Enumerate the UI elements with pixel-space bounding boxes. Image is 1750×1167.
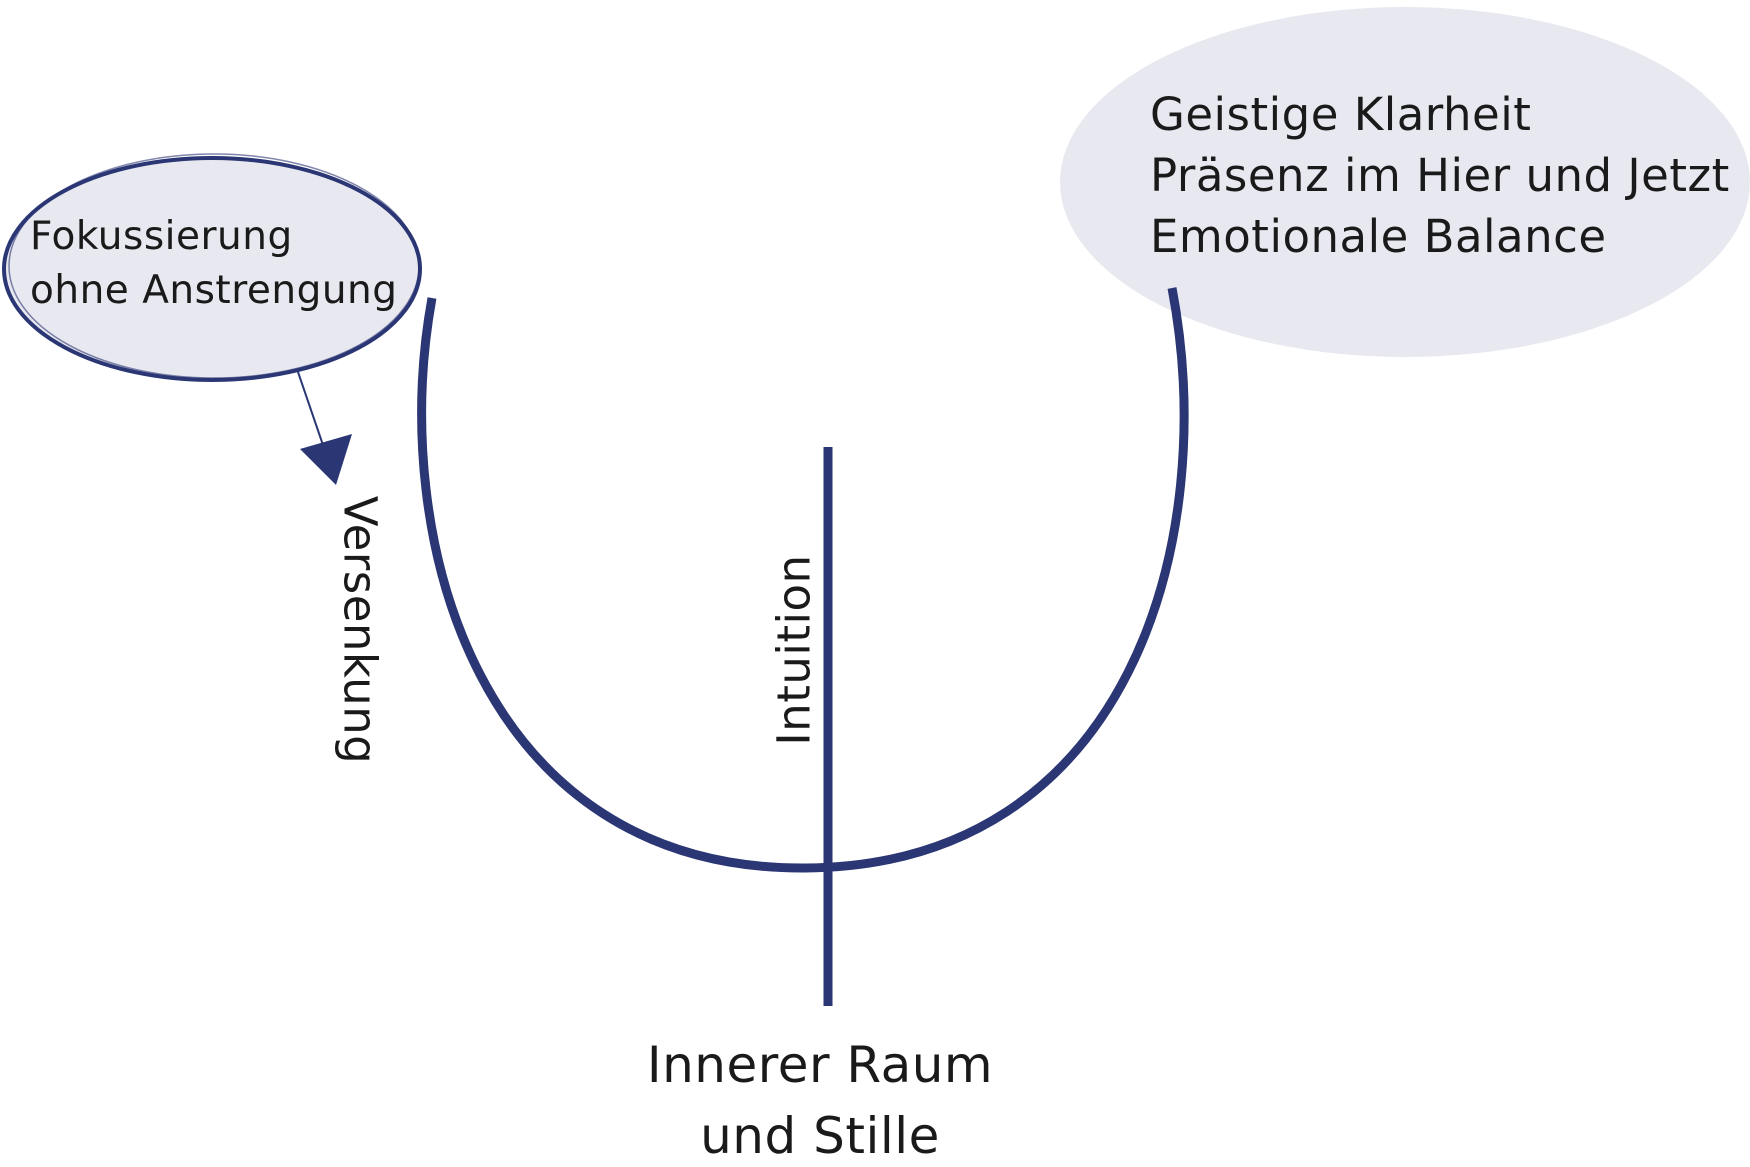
result-bubble-text: Geistige Klarheit Präsenz im Hier und Je… bbox=[1150, 84, 1730, 267]
bottom-label-line-2: und Stille bbox=[700, 1107, 940, 1165]
result-bubble-line-2: Präsenz im Hier und Jetzt bbox=[1150, 149, 1730, 202]
focus-bubble-sketch-stroke bbox=[8, 153, 420, 379]
axis-label-intuition: Intuition bbox=[767, 554, 821, 746]
arrow-line bbox=[297, 371, 325, 449]
result-bubble bbox=[1060, 7, 1750, 357]
result-bubble-line-3: Emotionale Balance bbox=[1150, 210, 1607, 263]
result-bubble-line-1: Geistige Klarheit bbox=[1150, 88, 1532, 141]
focus-bubble-text: Fokussierung ohne Anstrengung bbox=[30, 210, 398, 318]
focus-bubble-line-1: Fokussierung bbox=[30, 214, 293, 259]
focus-bubble bbox=[2, 156, 422, 382]
focus-bubble-line-2: ohne Anstrengung bbox=[30, 268, 398, 313]
bottom-label: Innerer Raum und Stille bbox=[560, 1030, 1080, 1167]
u-curve bbox=[417, 287, 1189, 873]
arrow-head-icon bbox=[300, 434, 352, 485]
curve-label-versenkung: Versenkung bbox=[333, 495, 387, 765]
bottom-label-line-1: Innerer Raum bbox=[646, 1036, 994, 1094]
